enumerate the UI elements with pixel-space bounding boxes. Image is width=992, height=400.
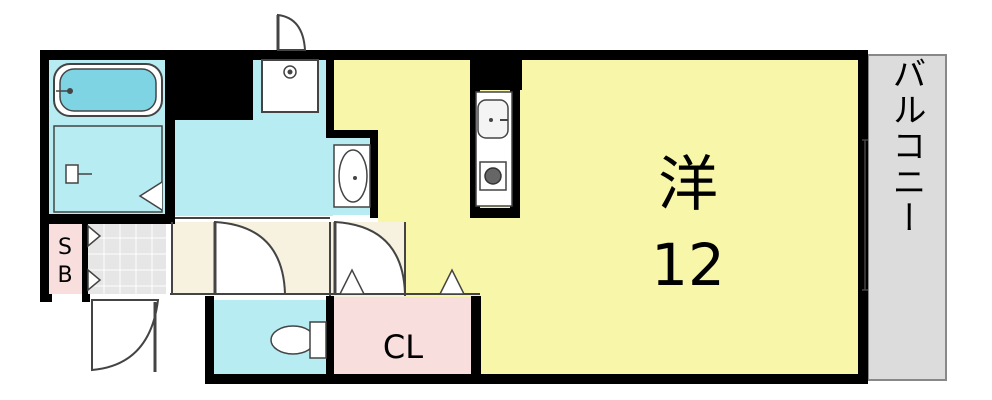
closet [333, 297, 471, 377]
western-room-size: 12 [651, 231, 725, 299]
storage-label-bottom: B [57, 263, 72, 288]
bathtub [53, 63, 163, 117]
bathroom-door-icon [138, 181, 163, 211]
storage-door-marks [87, 224, 102, 292]
closet-label: CL [383, 328, 423, 366]
walls [40, 50, 868, 384]
shower-icon [65, 164, 92, 184]
vanity-sink-icon [333, 144, 371, 208]
balcony-window [862, 139, 868, 291]
storage-label-top: S [58, 235, 72, 260]
entry-tiles [88, 222, 166, 294]
toilet-icon [270, 321, 327, 359]
closet-folding-doors [338, 268, 466, 295]
balcony [867, 54, 947, 381]
door-leaves [153, 15, 337, 372]
door-swings [91, 13, 407, 372]
balcony-label: バルコニー [886, 56, 926, 236]
tile-grid [88, 222, 166, 294]
washing-machine-icon [261, 59, 319, 113]
storage-sb [48, 222, 82, 294]
western-room-kanji: 洋 [658, 150, 718, 220]
kitchen-counter [475, 91, 513, 207]
